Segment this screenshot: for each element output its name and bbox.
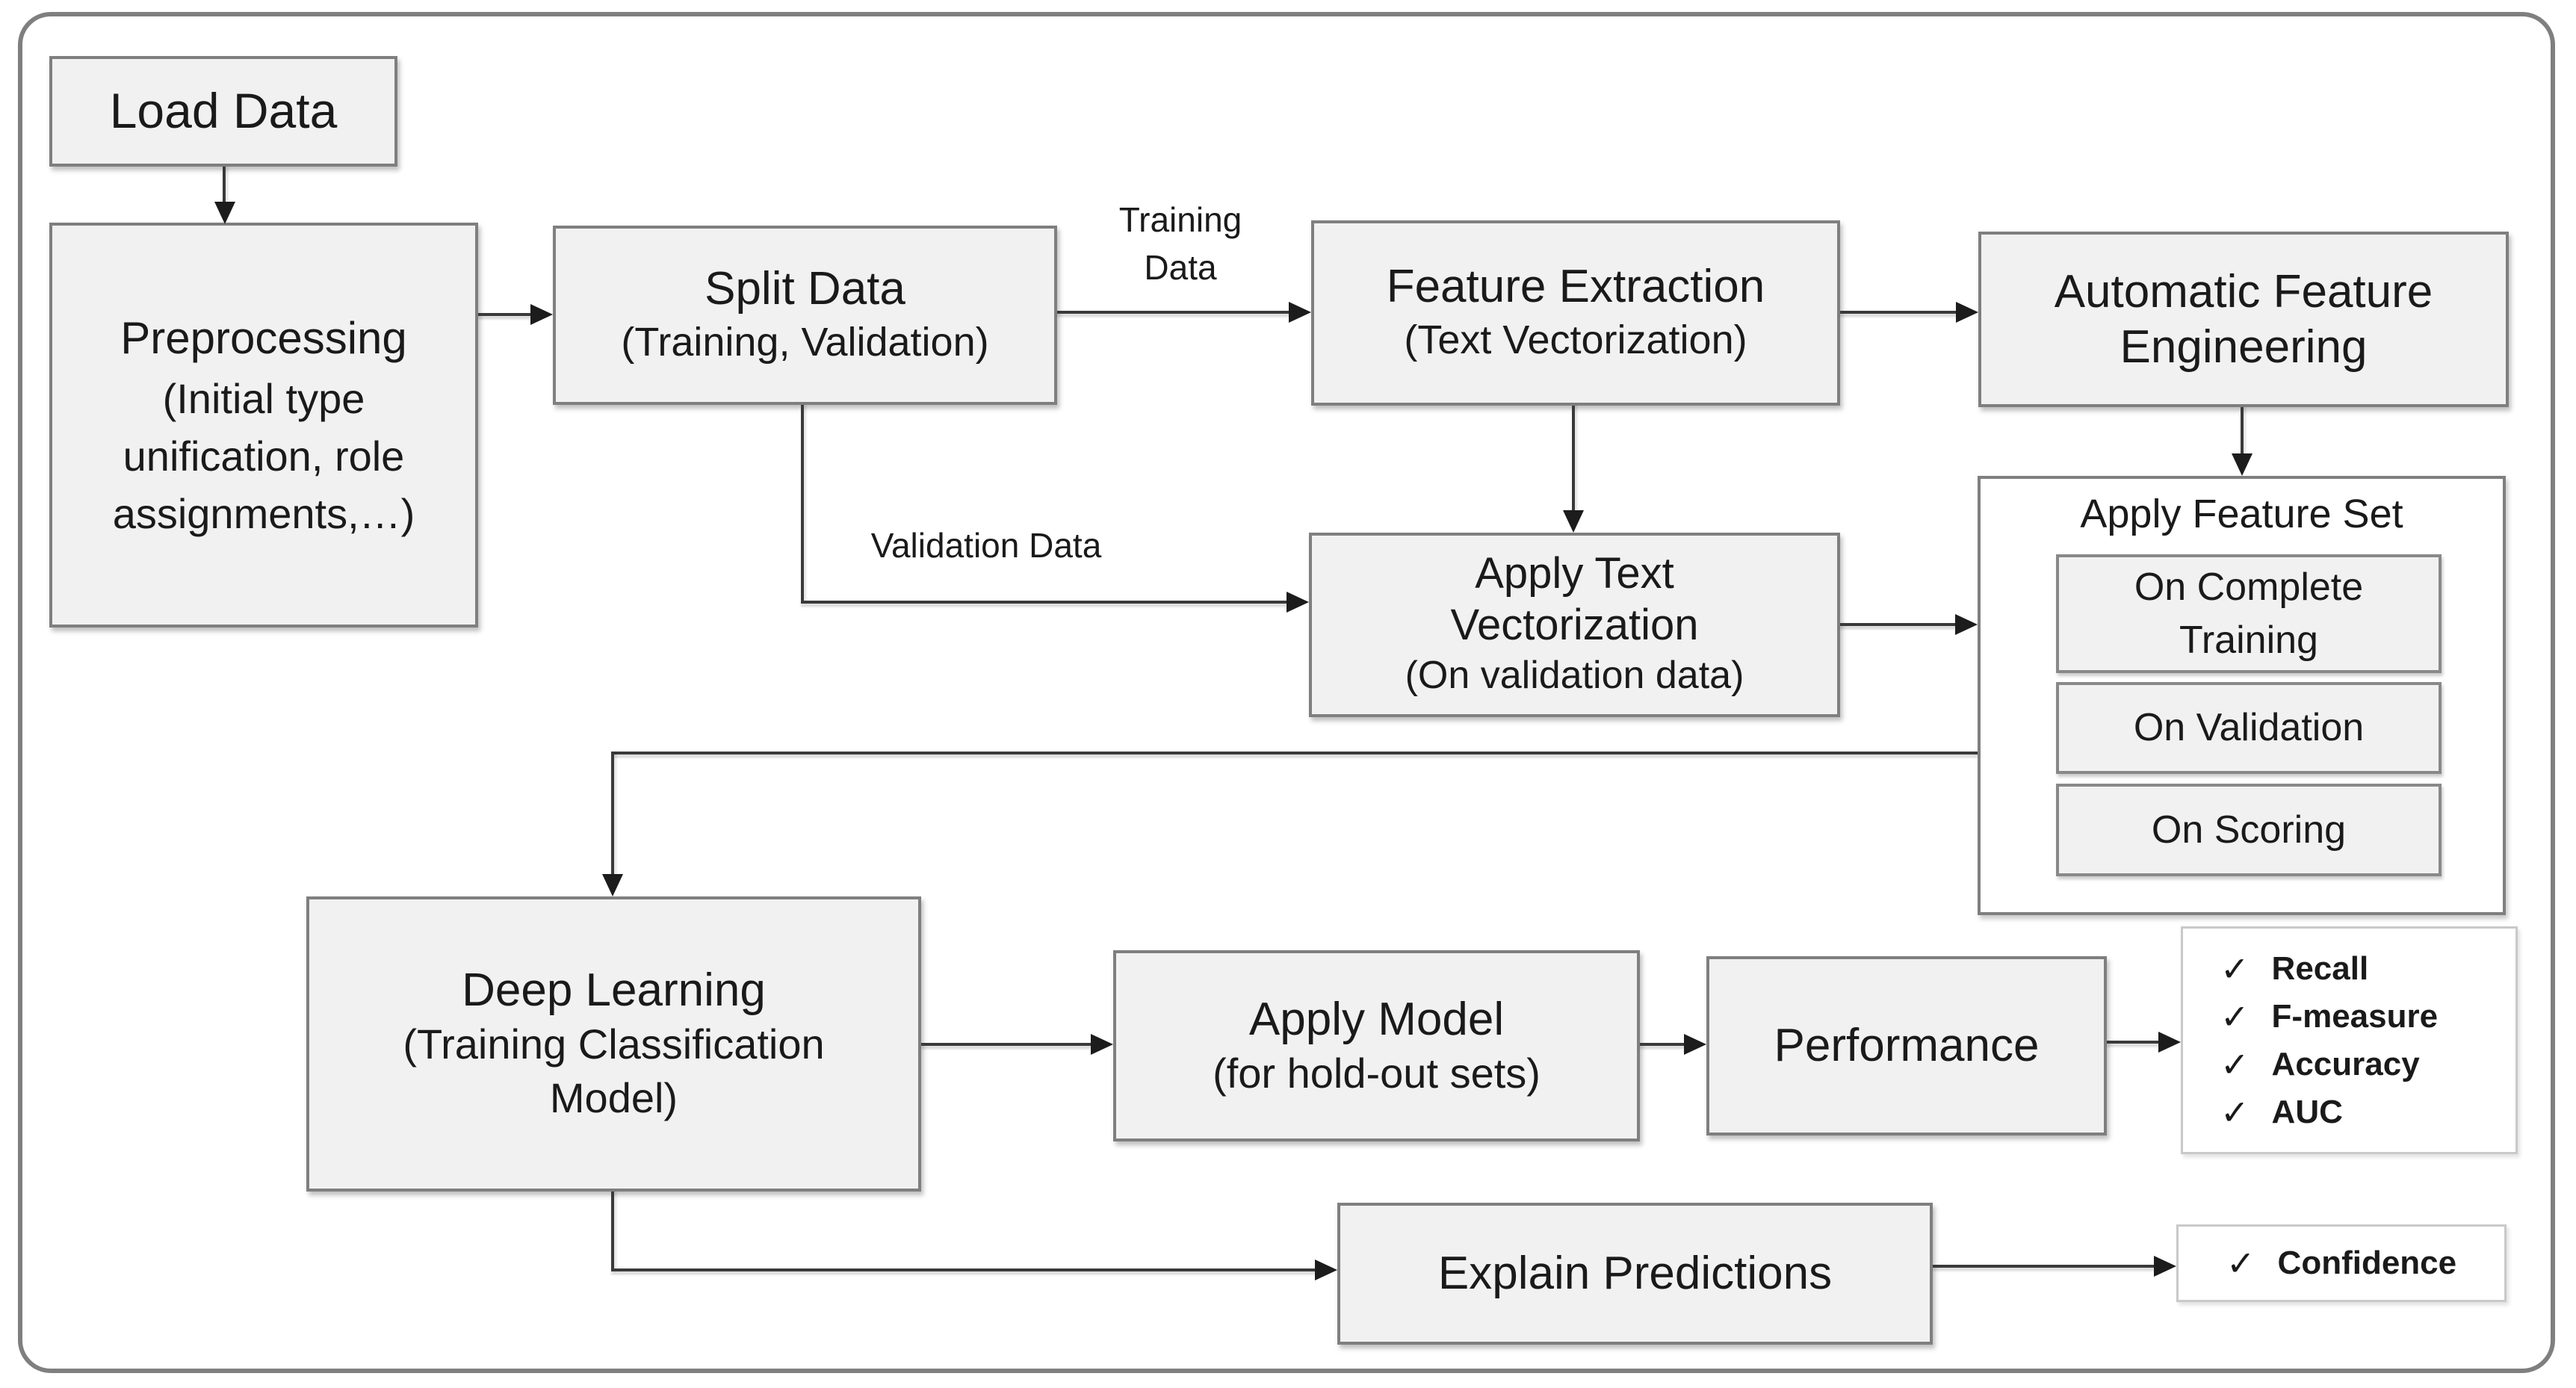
- atv-title-line1: Apply Text: [1475, 549, 1674, 598]
- metric-label: Recall: [2271, 950, 2369, 987]
- arrow-explain-to-confidence-line: [1933, 1265, 2155, 1268]
- arrow-preprocessing-to-split-head: [530, 304, 553, 325]
- on-scoring-label: On Scoring: [2151, 808, 2347, 852]
- validation-data-edge-label: Validation Data: [870, 526, 1102, 565]
- training-data-edge-label: Training Data: [1068, 196, 1292, 292]
- arrow-load-to-preprocessing-line: [223, 167, 226, 202]
- deep-learning-title: Deep Learning: [462, 964, 766, 1017]
- arrow-afs-to-dl-head: [602, 874, 623, 896]
- metrics-checklist-box: ✓ Recall ✓ F-measure ✓ Accuracy ✓ AUC: [2181, 926, 2518, 1154]
- arrow-fe-to-afe-head: [1956, 302, 1978, 323]
- metric-label: Accuracy: [2271, 1046, 2420, 1082]
- training-data-label-line2: Data: [1144, 248, 1217, 288]
- apply-feature-set-container: Apply Feature Set On Complete Training O…: [1978, 476, 2506, 915]
- split-data-title: Split Data: [705, 263, 905, 315]
- on-validation-label: On Validation: [2133, 706, 2365, 750]
- explain-predictions-box: Explain Predictions: [1337, 1203, 1933, 1345]
- metric-item-recall: ✓ Recall: [2220, 945, 2515, 993]
- preprocessing-title: Preprocessing: [120, 312, 407, 363]
- atv-subtitle: (On validation data): [1405, 654, 1744, 698]
- on-scoring-box: On Scoring: [2056, 784, 2442, 876]
- arrow-dl-to-explain-head: [1315, 1260, 1337, 1280]
- on-validation-box: On Validation: [2056, 682, 2442, 774]
- feature-extraction-subtitle: (Text Vectorization): [1404, 317, 1747, 363]
- arrow-explain-to-confidence-head: [2154, 1256, 2176, 1277]
- arrow-dl-to-apply-model-line: [921, 1043, 1092, 1046]
- apply-model-box: Apply Model (for hold-out sets): [1113, 950, 1640, 1141]
- apply-model-title: Apply Model: [1248, 993, 1505, 1045]
- arrow-fe-to-atv-line: [1572, 406, 1575, 512]
- preprocessing-sub-line3: assignments,…): [112, 490, 415, 538]
- metric-label: F-measure: [2271, 998, 2439, 1035]
- confidence-item: ✓ Confidence: [2226, 1239, 2456, 1287]
- metric-item-accuracy: ✓ Accuracy: [2220, 1041, 2515, 1088]
- confidence-label: Confidence: [2277, 1245, 2457, 1281]
- arrow-split-to-atv-head: [1287, 592, 1309, 613]
- on-complete-training-line2: Training: [2179, 618, 2318, 662]
- deep-learning-sub-line1: (Training Classification: [403, 1020, 825, 1068]
- load-data-title: Load Data: [109, 83, 338, 139]
- arrow-performance-to-metrics-head: [2158, 1032, 2181, 1053]
- metric-item-auc: ✓ AUC: [2220, 1088, 2515, 1136]
- automatic-feature-engineering-box: Automatic Feature Engineering: [1978, 232, 2509, 407]
- split-data-subtitle: (Training, Validation): [621, 320, 989, 365]
- arrow-dl-to-explain-vline: [611, 1192, 614, 1271]
- performance-box: Performance: [1706, 956, 2107, 1136]
- arrow-performance-to-metrics-line: [2107, 1041, 2160, 1044]
- arrow-dl-to-apply-model-head: [1091, 1034, 1113, 1055]
- atv-title-line2: Vectorization: [1450, 600, 1699, 649]
- checkmark-icon: ✓: [2220, 1045, 2250, 1084]
- arrow-afe-to-afs-head: [2232, 453, 2253, 476]
- arrow-afe-to-afs-line: [2241, 407, 2244, 455]
- checkmark-icon: ✓: [2226, 1244, 2255, 1283]
- feature-extraction-title: Feature Extraction: [1386, 261, 1765, 313]
- arrow-load-to-preprocessing-head: [214, 202, 235, 224]
- preprocessing-box: Preprocessing (Initial type unification,…: [49, 223, 478, 628]
- preprocessing-sub-line1: (Initial type: [162, 374, 365, 422]
- arrow-split-to-atv-hline: [801, 601, 1288, 604]
- afe-title-line1: Automatic Feature: [2054, 266, 2433, 318]
- split-data-box: Split Data (Training, Validation): [553, 226, 1057, 405]
- arrow-afs-to-dl-vline: [611, 752, 614, 876]
- performance-title: Performance: [1774, 1020, 2040, 1072]
- arrow-apply-model-to-performance-head: [1684, 1034, 1706, 1055]
- on-complete-training-box: On Complete Training: [2056, 554, 2442, 673]
- arrow-preprocessing-to-split-line: [478, 313, 532, 316]
- deep-learning-box: Deep Learning (Training Classification M…: [306, 896, 921, 1192]
- diagram-outer-frame: [18, 12, 2555, 1373]
- apply-model-subtitle: (for hold-out sets): [1213, 1049, 1541, 1097]
- arrow-split-to-atv-vline: [801, 405, 804, 602]
- apply-feature-set-title: Apply Feature Set: [2080, 492, 2403, 536]
- preprocessing-sub-line2: unification, role: [123, 432, 405, 480]
- load-data-box: Load Data: [49, 56, 397, 167]
- feature-extraction-box: Feature Extraction (Text Vectorization): [1311, 220, 1840, 406]
- apply-text-vectorization-box: Apply Text Vectorization (On validation …: [1309, 533, 1840, 717]
- deep-learning-sub-line2: Model): [549, 1074, 678, 1122]
- arrow-fe-to-atv-head: [1563, 510, 1584, 533]
- metric-label: AUC: [2271, 1094, 2343, 1130]
- afe-title-line2: Engineering: [2120, 320, 2368, 373]
- arrow-atv-to-afs-head: [1955, 614, 1978, 635]
- checkmark-icon: ✓: [2220, 1093, 2250, 1132]
- checkmark-icon: ✓: [2220, 997, 2250, 1036]
- arrow-split-to-feature-extraction-line: [1057, 311, 1290, 314]
- arrow-dl-to-explain-hline: [611, 1268, 1316, 1271]
- training-data-label-line1: Training: [1118, 200, 1242, 239]
- arrow-fe-to-afe-line: [1840, 311, 1957, 314]
- arrow-afs-to-dl-hline: [613, 752, 1978, 755]
- arrow-split-to-feature-extraction-head: [1289, 302, 1311, 323]
- arrow-apply-model-to-performance-line: [1640, 1043, 1685, 1046]
- arrow-atv-to-afs-line: [1840, 623, 1957, 626]
- on-complete-training-line1: On Complete: [2134, 566, 2364, 610]
- checkmark-icon: ✓: [2220, 949, 2250, 988]
- confidence-checklist-box: ✓ Confidence: [2176, 1224, 2507, 1302]
- metric-item-f-measure: ✓ F-measure: [2220, 993, 2515, 1041]
- explain-predictions-title: Explain Predictions: [1437, 1248, 1833, 1300]
